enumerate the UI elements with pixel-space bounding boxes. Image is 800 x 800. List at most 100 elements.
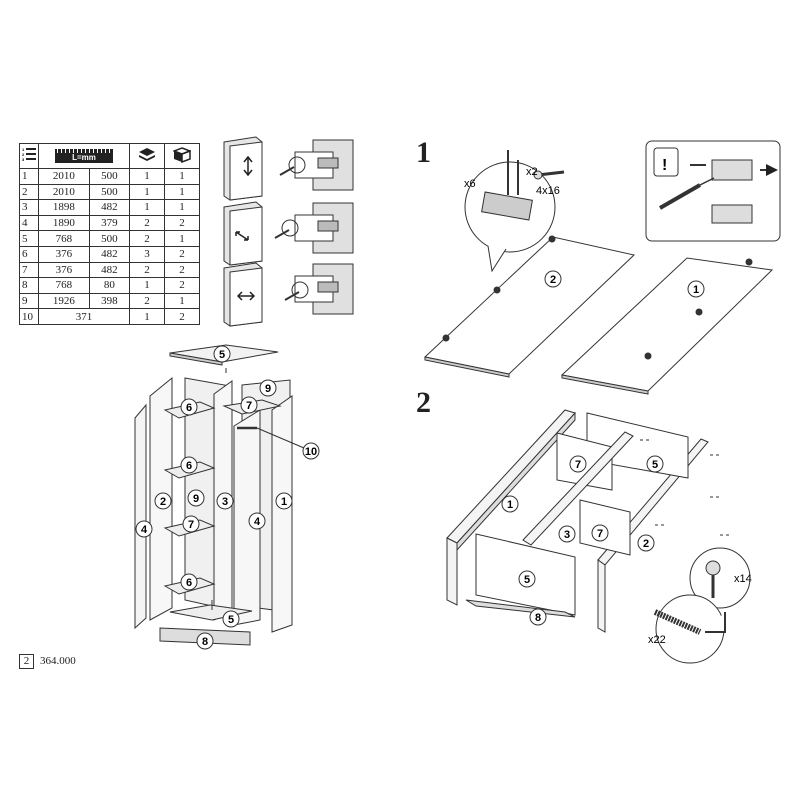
callout-label: 7	[246, 400, 252, 412]
callout-circle	[180, 398, 198, 416]
svg-text:1: 1	[22, 147, 25, 152]
callout-circle	[180, 456, 198, 474]
callout-label: 4	[141, 524, 148, 536]
cell-width: 500	[88, 168, 131, 185]
callout-label: 6	[186, 402, 192, 414]
callout-label: 2	[160, 496, 166, 508]
callout-circle	[248, 512, 266, 530]
box-icon	[164, 143, 200, 169]
callout-circle	[501, 495, 519, 513]
hinge-adjust-panels	[223, 136, 354, 327]
callout-circle	[646, 455, 664, 473]
product-code: 364.000	[40, 655, 76, 667]
cell-length: 1898	[38, 199, 90, 216]
step-1-diagram	[423, 140, 780, 395]
exploded-cabinet-view	[134, 344, 305, 646]
parts-table: 1 2 3 L=mm	[19, 143, 200, 325]
callout-label: 8	[535, 612, 541, 624]
callout-label: 7	[188, 519, 194, 531]
callout-label: 3	[564, 529, 570, 541]
qty-a-label: x6	[464, 178, 476, 190]
step-2-diagram	[446, 409, 751, 664]
callout-label: 9	[265, 383, 271, 395]
callout-label: 2	[643, 538, 649, 550]
callout-label: 1	[693, 284, 699, 296]
cam-bolt-icon	[653, 609, 726, 635]
callout-circle	[216, 492, 234, 510]
cam-fitting-icon	[705, 560, 721, 598]
hinge-depth-icon	[274, 202, 354, 254]
parts-table-header: 1 2 3 L=mm	[19, 143, 200, 169]
cell-no: 10	[19, 308, 39, 325]
page-number: 2	[19, 654, 34, 669]
callout-label: 2	[550, 274, 556, 286]
cell-length: 768	[38, 277, 90, 294]
callout-label: 1	[507, 499, 513, 511]
svg-text:3: 3	[22, 157, 25, 162]
screw-size-label: 4x16	[536, 185, 560, 197]
cell-packs: 1	[164, 292, 200, 310]
callout-label: 8	[202, 636, 208, 648]
cell-width: 482	[88, 245, 131, 263]
layers-icon	[129, 143, 165, 169]
cell-qty: 1	[129, 308, 165, 325]
callout-label: 5	[652, 459, 658, 471]
callout-label: 3	[222, 496, 228, 508]
callout-circle	[187, 489, 205, 507]
cell-length: 371	[38, 308, 130, 325]
cam-qty-label: x14	[734, 573, 752, 585]
callout-label: 4	[254, 516, 261, 528]
step-2-number: 2	[416, 386, 431, 419]
callout-circle	[275, 492, 293, 510]
callout-circle	[687, 280, 705, 298]
callout-label: 5	[219, 349, 225, 361]
door-vertical-adjust-icon	[223, 136, 263, 201]
callout-circle	[240, 396, 258, 414]
callout-label: 1	[281, 496, 287, 508]
callout-circle	[518, 570, 536, 588]
hinge-vertical-icon	[279, 139, 354, 191]
callout-circle	[558, 525, 576, 543]
callout-label: 10	[305, 446, 317, 458]
screw-icon	[533, 170, 565, 180]
door-lateral-adjust-icon	[223, 262, 263, 327]
callout-circle	[135, 520, 153, 538]
callout-circle	[637, 534, 655, 552]
callout-circle	[529, 608, 547, 626]
callout-circle	[222, 610, 240, 628]
cell-length: 1926	[38, 292, 90, 310]
callout-label: 5	[524, 574, 530, 586]
cell-no: 5	[19, 230, 39, 247]
callout-circle	[196, 632, 214, 650]
screwdriver-icon	[659, 177, 715, 210]
callout-label: 6	[186, 577, 192, 589]
step-1-number: 1	[416, 136, 431, 169]
callout-circle	[154, 492, 172, 510]
callout-circle	[544, 270, 562, 288]
hinge-clip-icon	[690, 160, 776, 224]
callout-circle	[182, 515, 200, 533]
door-depth-adjust-icon	[223, 201, 263, 266]
bolt-qty-label: x22	[648, 634, 666, 646]
callout-label: 7	[575, 459, 581, 471]
hinge-lateral-icon	[284, 263, 354, 315]
callout-circle	[213, 345, 231, 363]
callout-circle	[302, 442, 320, 460]
cell-packs: 1	[164, 183, 200, 201]
callout-label: 6	[186, 460, 192, 472]
cam-zoom-circle	[689, 547, 751, 609]
svg-text:2: 2	[22, 152, 25, 157]
callout-circle	[259, 379, 277, 397]
ruler-header: L=mm	[38, 143, 130, 169]
qty-b-label: x2	[526, 166, 538, 178]
callout-circle	[591, 524, 609, 542]
